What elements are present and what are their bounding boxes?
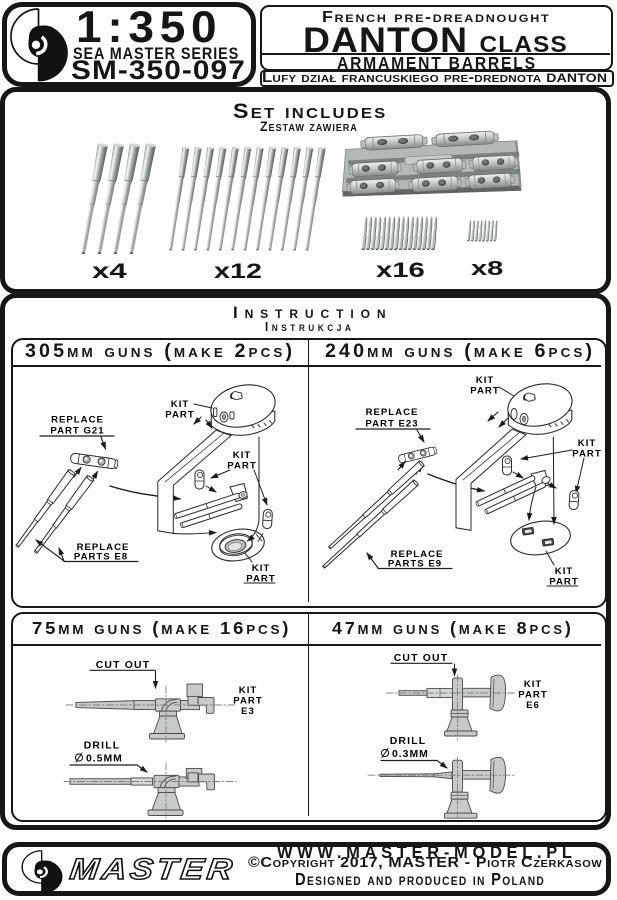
svg-text:E6: E6 xyxy=(526,700,540,711)
svg-text:REPLACE: REPLACE xyxy=(77,542,130,553)
svg-text:PARTS E9: PARTS E9 xyxy=(388,559,442,570)
svg-text:PART: PART xyxy=(572,449,601,460)
svg-text:KIT: KIT xyxy=(252,563,270,574)
svg-text:PART: PART xyxy=(246,574,275,585)
svg-text:KIT: KIT xyxy=(233,450,251,461)
svg-text:KIT: KIT xyxy=(578,438,596,449)
svg-text:0.3MM: 0.3MM xyxy=(392,749,429,760)
svg-text:DRILL: DRILL xyxy=(390,736,427,747)
svg-text:PART: PART xyxy=(549,577,578,588)
svg-text:PARTS E8: PARTS E8 xyxy=(74,552,128,563)
svg-text:CUT OUT: CUT OUT xyxy=(96,660,151,671)
svg-text:PART: PART xyxy=(227,461,256,472)
svg-text:KIT: KIT xyxy=(239,685,257,696)
svg-text:PART G21: PART G21 xyxy=(50,426,104,437)
svg-text:KIT: KIT xyxy=(476,375,494,386)
svg-text:REPLACE: REPLACE xyxy=(366,407,419,418)
svg-text:PART: PART xyxy=(165,410,194,421)
svg-text:KIT: KIT xyxy=(171,399,189,410)
svg-text:KIT: KIT xyxy=(524,679,542,690)
svg-text:DRILL: DRILL xyxy=(84,741,121,752)
svg-text:REPLACE: REPLACE xyxy=(51,415,104,426)
svg-text:CUT OUT: CUT OUT xyxy=(394,653,449,664)
svg-text:PART: PART xyxy=(233,696,262,707)
svg-text:PART E23: PART E23 xyxy=(365,419,418,430)
svg-text:KIT: KIT xyxy=(555,566,573,577)
svg-text:REPLACE: REPLACE xyxy=(391,549,444,560)
svg-text:E3: E3 xyxy=(241,706,255,717)
svg-text:PART: PART xyxy=(518,690,547,701)
svg-text:0.5MM: 0.5MM xyxy=(86,754,123,765)
svg-text:PART: PART xyxy=(470,386,499,397)
